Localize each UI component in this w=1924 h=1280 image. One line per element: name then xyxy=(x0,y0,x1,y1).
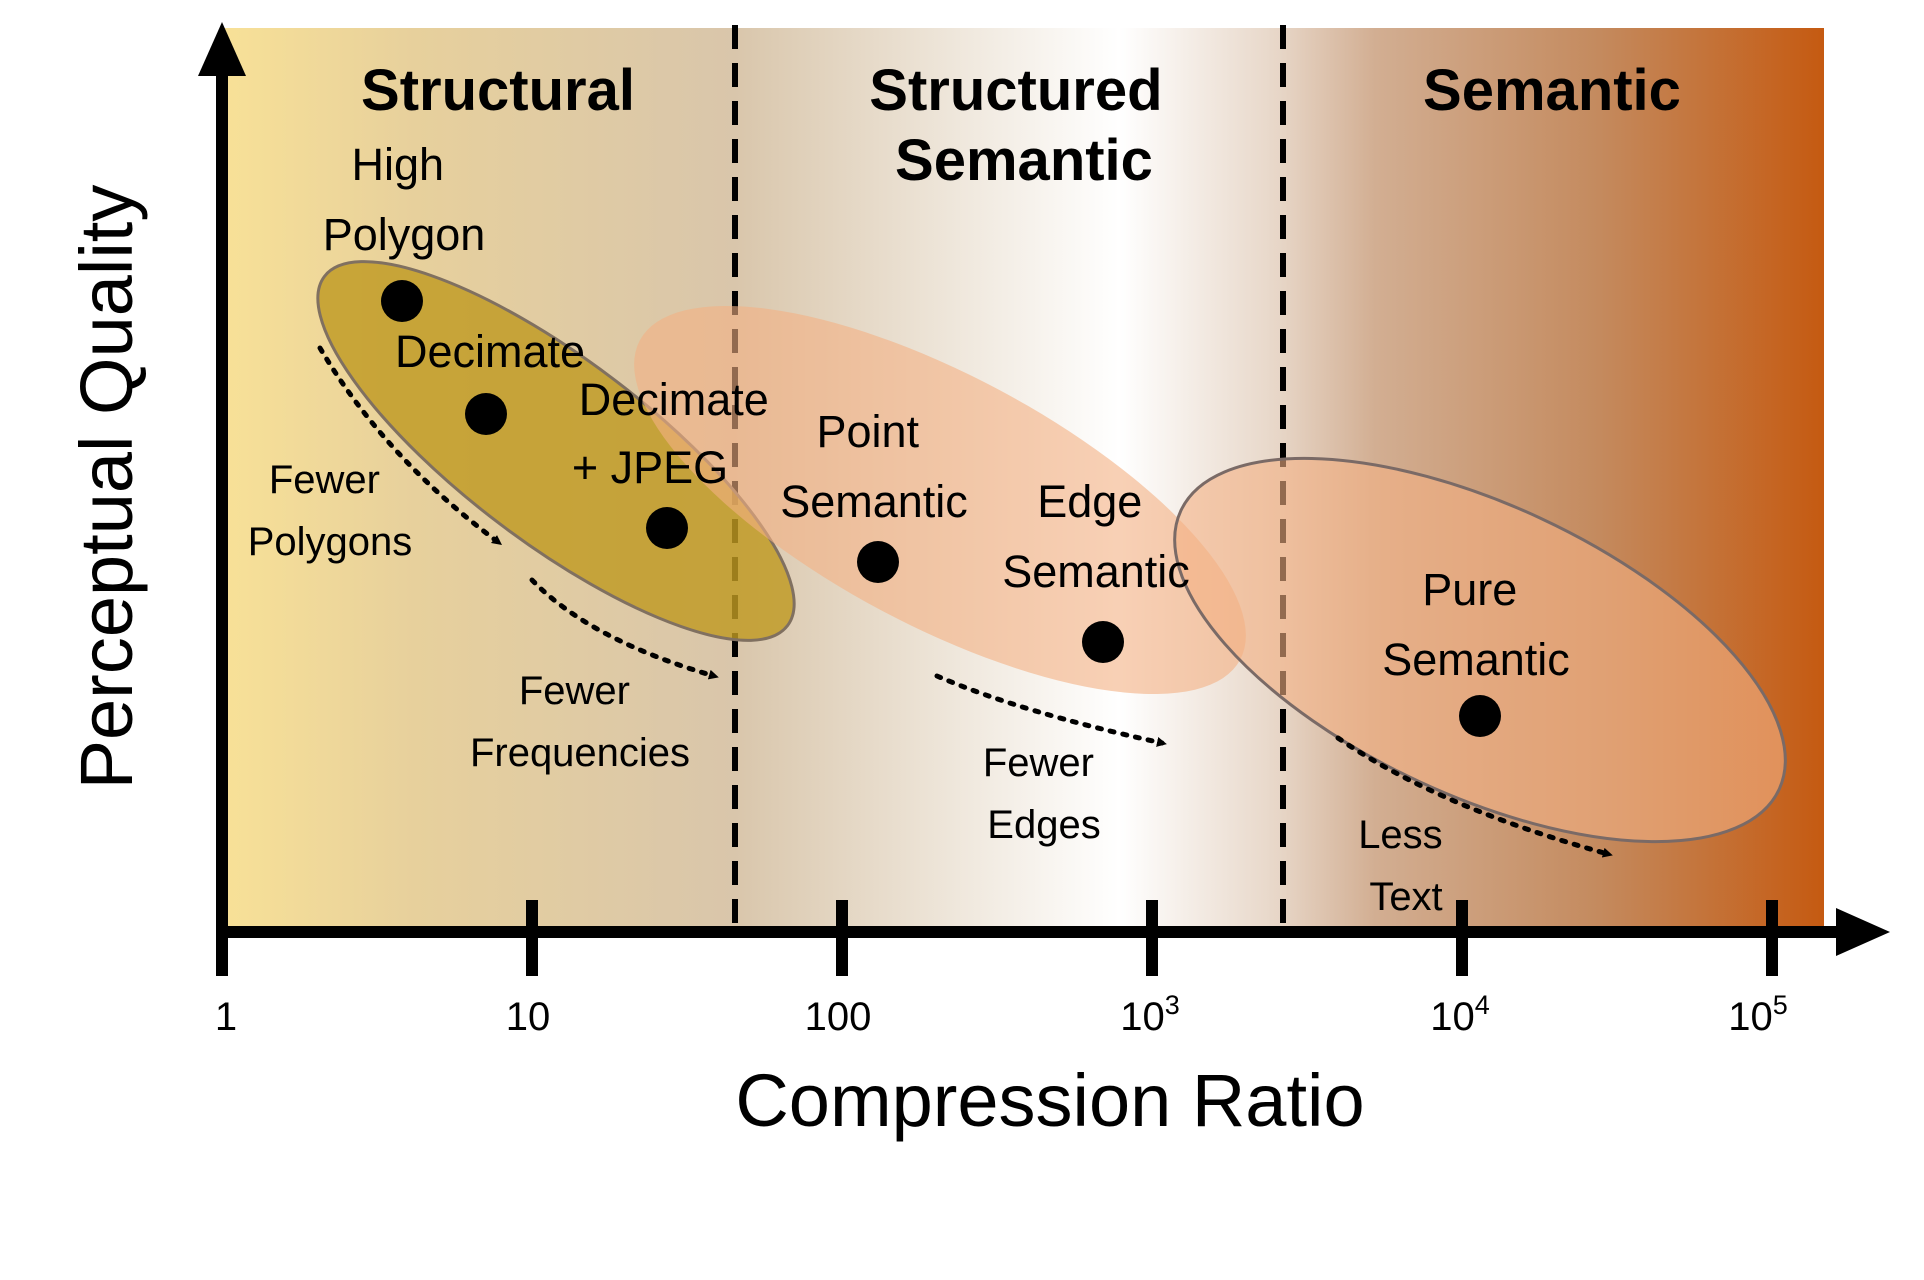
label-point-semantic: Point Semantic xyxy=(780,406,968,527)
label-decimate-jpeg: Decimate + JPEG xyxy=(572,374,781,493)
structured-semantic-ellipse xyxy=(634,305,1246,695)
region-title-semantic: Semantic xyxy=(1423,58,1681,123)
y-axis-arrowhead xyxy=(198,22,246,76)
decimate-point xyxy=(465,393,507,435)
x-tick-label: 1 xyxy=(215,995,237,1039)
label-edge-semantic: Edge Semantic xyxy=(1002,476,1190,597)
fewer-frequencies-arrow xyxy=(529,577,719,680)
decimate-jpeg-point xyxy=(646,507,688,549)
label-decimate: Decimate xyxy=(395,326,585,377)
x-axis-arrowhead xyxy=(1836,908,1890,956)
x-tick-label: 103 xyxy=(1120,990,1180,1039)
pure-semantic-point xyxy=(1459,695,1501,737)
point-semantic-point xyxy=(857,541,899,583)
x-tick-label: 10 xyxy=(506,995,551,1039)
annotation-fewer-polygons: Fewer Polygons xyxy=(248,458,413,564)
less-text-arrow xyxy=(1335,735,1613,858)
annotation-fewer-edges: Fewer Edges xyxy=(983,741,1105,847)
annotation-less-text: Less Text xyxy=(1358,813,1454,919)
fewer-polygons-arrow xyxy=(317,345,503,545)
annotation-fewer-frequencies: Fewer Frequencies xyxy=(470,669,690,775)
fewer-edges-arrow xyxy=(934,673,1167,747)
label-high-polygon: High Polygon xyxy=(323,139,486,260)
x-axis-title: Compression Ratio xyxy=(735,1059,1364,1142)
y-axis-title: Perceptual Quality xyxy=(65,185,148,790)
region-title-structural: Structural xyxy=(361,58,635,123)
edge-semantic-point xyxy=(1082,621,1124,663)
label-pure-semantic: Pure Semantic xyxy=(1382,564,1570,685)
x-tick-label: 100 xyxy=(805,995,872,1039)
high-polygon-point xyxy=(381,280,423,322)
semantic-ellipse xyxy=(1173,456,1787,844)
region-title-structured-semantic: Structured Semantic xyxy=(869,58,1178,193)
x-tick-label: 104 xyxy=(1430,990,1490,1039)
x-tick-label: 105 xyxy=(1728,990,1788,1039)
